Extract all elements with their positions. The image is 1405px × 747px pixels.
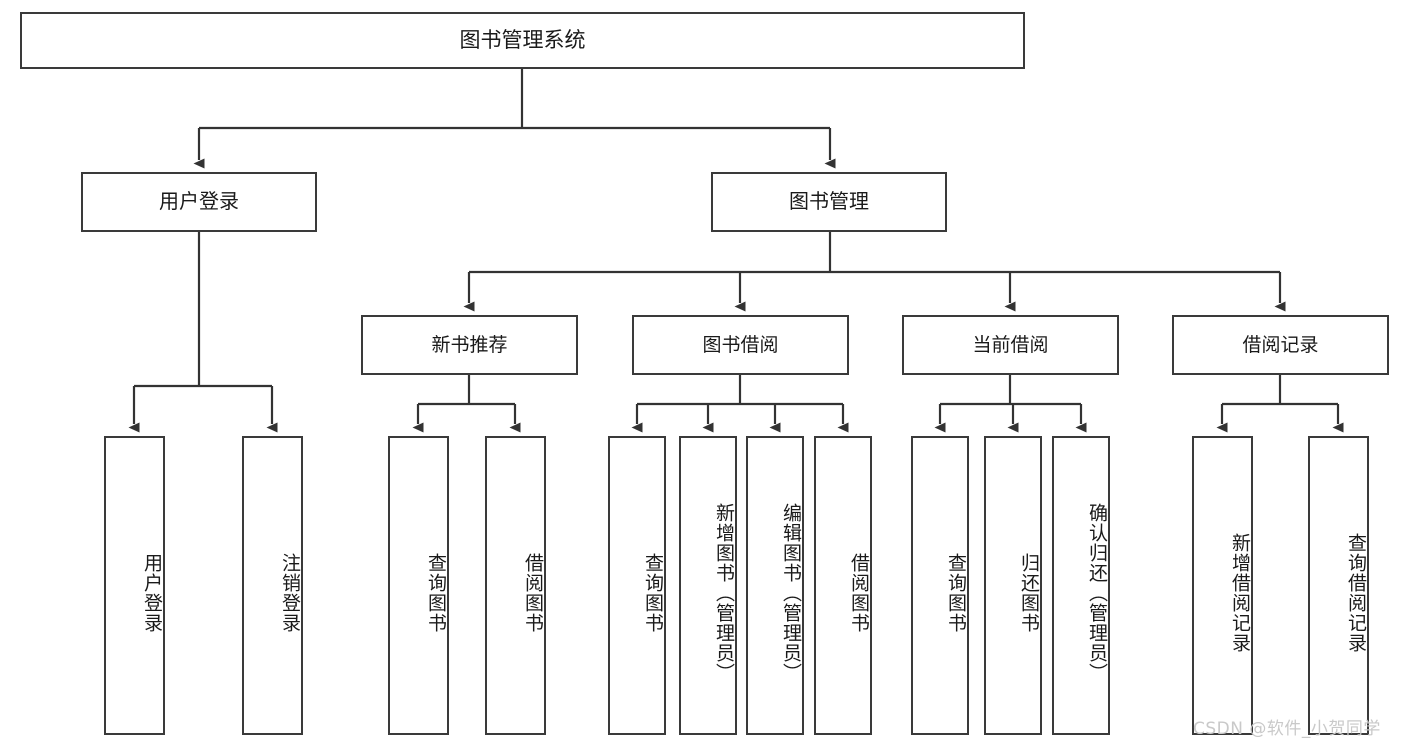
node-leaf-user-login-label: 用户登录 (141, 552, 163, 633)
node-leaf-confirm-return[interactable]: 确认归还（管理员） (1052, 436, 1110, 735)
node-root[interactable]: 图书管理系统 (20, 12, 1025, 69)
node-leaf-user-logout[interactable]: 注销登录 (242, 436, 303, 735)
node-borrow-record-label: 借阅记录 (1242, 333, 1319, 356)
node-leaf-query-book-3-label: 查询图书 (945, 552, 967, 633)
node-root-label: 图书管理系统 (459, 28, 586, 53)
node-leaf-query-book-3[interactable]: 查询图书 (911, 436, 969, 735)
node-book-borrow-label: 图书借阅 (702, 333, 779, 356)
node-leaf-query-book-2[interactable]: 查询图书 (608, 436, 666, 735)
node-leaf-edit-book[interactable]: 编辑图书（管理员） (746, 436, 804, 735)
node-leaf-borrow-book-2-label: 借阅图书 (848, 552, 870, 633)
node-user-login[interactable]: 用户登录 (81, 172, 317, 232)
node-leaf-query-record-label: 查询借阅记录 (1345, 532, 1367, 653)
node-new-book-rec-label: 新书推荐 (431, 333, 508, 356)
node-leaf-add-book-label: 新增图书（管理员） (713, 502, 735, 683)
node-leaf-user-login[interactable]: 用户登录 (104, 436, 165, 735)
node-leaf-query-book-1[interactable]: 查询图书 (388, 436, 449, 735)
node-leaf-return-book[interactable]: 归还图书 (984, 436, 1042, 735)
node-borrow-record[interactable]: 借阅记录 (1172, 315, 1389, 375)
node-current-borrow-label: 当前借阅 (972, 333, 1049, 356)
node-leaf-user-logout-label: 注销登录 (279, 552, 301, 633)
node-leaf-query-book-2-label: 查询图书 (642, 552, 664, 633)
node-book-borrow[interactable]: 图书借阅 (632, 315, 849, 375)
node-leaf-add-record[interactable]: 新增借阅记录 (1192, 436, 1253, 735)
node-leaf-edit-book-label: 编辑图书（管理员） (780, 502, 802, 683)
node-leaf-borrow-book-2[interactable]: 借阅图书 (814, 436, 872, 735)
node-book-manage[interactable]: 图书管理 (711, 172, 947, 232)
node-user-login-label: 用户登录 (159, 189, 239, 214)
node-leaf-add-record-label: 新增借阅记录 (1229, 532, 1251, 653)
node-leaf-add-book[interactable]: 新增图书（管理员） (679, 436, 737, 735)
node-leaf-borrow-book-1-label: 借阅图书 (522, 552, 544, 633)
node-leaf-query-book-1-label: 查询图书 (425, 552, 447, 633)
node-current-borrow[interactable]: 当前借阅 (902, 315, 1119, 375)
watermark: CSDN @软件_小贺同学 (1193, 719, 1381, 739)
node-leaf-confirm-return-label: 确认归还（管理员） (1086, 502, 1108, 683)
node-book-manage-label: 图书管理 (789, 189, 869, 214)
node-leaf-return-book-label: 归还图书 (1018, 552, 1040, 633)
node-leaf-query-record[interactable]: 查询借阅记录 (1308, 436, 1369, 735)
node-new-book-rec[interactable]: 新书推荐 (361, 315, 578, 375)
node-leaf-borrow-book-1[interactable]: 借阅图书 (485, 436, 546, 735)
